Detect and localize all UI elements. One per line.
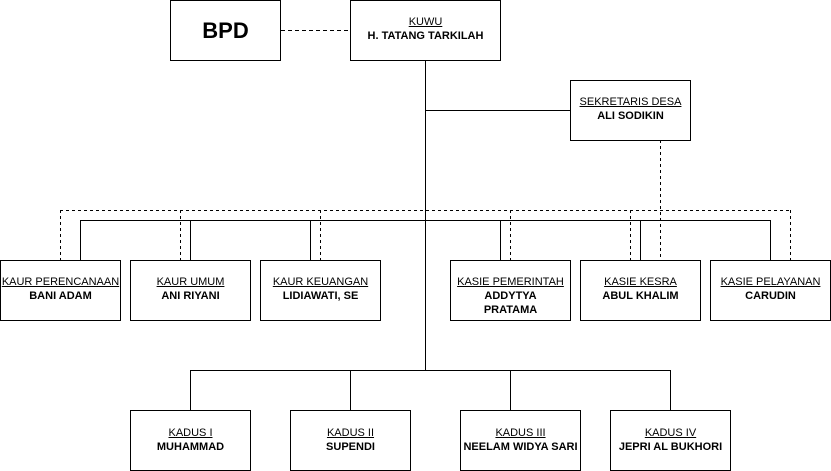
kadus-name: SUPENDI [326,441,375,453]
kaur-umum-box: KAUR UMUM ANI RIYANI [130,260,251,321]
kasie-kesra-box: KASIE KESRA ABUL KHALIM [580,260,701,321]
kasie-name: CARUDIN [745,290,796,302]
kadus-title: KADUS I [168,427,213,439]
kaur-keuangan-box: KAUR KEUANGAN LIDIAWATI, SE [260,260,381,321]
kasie-pelayanan-box: KASIE PELAYANAN CARUDIN [710,260,831,321]
kaur-name: LIDIAWATI, SE [282,290,359,302]
kadus-name: NEELAM WIDYA SARI [463,441,578,453]
kadus-1-box: KADUS I MUHAMMAD [130,410,251,471]
kasie-pemerintah-box: KASIE PEMERINTAH ADDYTYA PRATAMA [450,260,571,321]
kuwu-title: KUWU [408,16,443,28]
kasie-title: KASIE KESRA [604,276,677,288]
kasie-title: KASIE PEMERINTAH [457,276,564,288]
kuwu-box: KUWU H. TATANG TARKILAH [350,0,501,61]
kasie-name: ADDYTYA PRATAMA [483,290,538,316]
kadus-2-box: KADUS II SUPENDI [290,410,411,471]
kadus-name: JEPRI AL BUKHORI [618,441,723,453]
kasie-title: KASIE PELAYANAN [720,276,821,288]
kaur-title: KAUR UMUM [156,276,225,288]
kadus-4-box: KADUS IV JEPRI AL BUKHORI [610,410,731,471]
secretary-box: SEKRETARIS DESA ALI SODIKIN [570,80,691,141]
kaur-name: BANI ADAM [29,290,92,302]
bpd-box: BPD [170,0,281,61]
kadus-title: KADUS III [495,427,546,439]
kaur-title: KAUR KEUANGAN [272,276,369,288]
kasie-name: ABUL KHALIM [602,290,679,302]
kaur-perencanaan-box: KAUR PERENCANAAN BANI ADAM [0,260,121,321]
bpd-label: BPD [202,17,249,43]
secretary-name: ALI SODIKIN [597,110,664,122]
secretary-title: SEKRETARIS DESA [579,96,682,108]
kadus-name: MUHAMMAD [156,441,225,453]
kaur-title: KAUR PERENCANAAN [1,276,120,288]
kadus-3-box: KADUS III NEELAM WIDYA SARI [460,410,581,471]
kaur-name: ANI RIYANI [161,290,220,302]
kadus-title: KADUS IV [644,427,697,439]
kadus-title: KADUS II [326,427,375,439]
kuwu-name: H. TATANG TARKILAH [367,30,484,42]
